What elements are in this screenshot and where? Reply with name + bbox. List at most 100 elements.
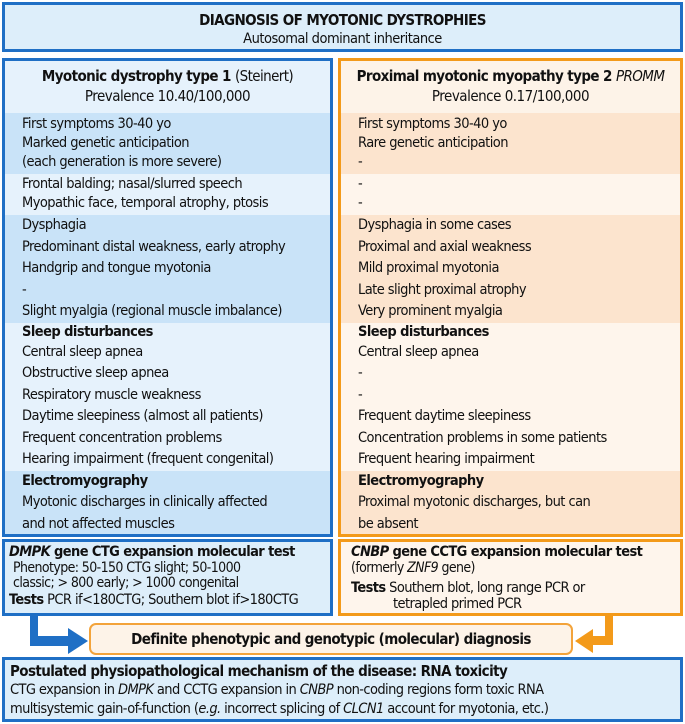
dm1-header: Myotonic dystrophy type 1 (Steinert) Pre… [5,61,330,113]
dm2-onset-item: First symptoms 30-40 yo [358,116,507,132]
dm2-sleep-item: - [358,365,363,381]
dm2-face-item: - [358,176,363,192]
dm2-onset-block: First symptoms 30-40 yo Rare genetic ant… [341,113,680,174]
dm1-title-bold: Myotonic dystrophy type 1 [41,67,232,85]
dm1-phenotype-line-2: classic; > 800 early; > 1000 congenital [13,575,239,591]
dm2-emg-item: be absent [358,515,419,532]
dm1-face-item: Frontal balding; nasal/slurred speech [22,176,243,192]
dm1-tests-value: PCR if<180CTG; Southern blot if>180CTG [47,592,299,608]
dm2-emg-heading: Electromyography [358,472,484,489]
dm1-emg-item: and not affected muscles [22,515,175,532]
eg-abbrev: e.g. [198,701,221,717]
dm1-muscle-item: Dysphagia [22,217,87,233]
dm2-title-bold: Proximal myotonic myopathy type 2 [356,67,613,85]
dm1-tests-label: Tests [9,592,44,608]
dm1-sleep-block: Sleep disturbances Central sleep apnea O… [5,322,330,471]
dm1-emg-heading: Electromyography [22,472,148,489]
diagram-subtitle: Autosomal dominant inheritance [243,31,442,47]
dm1-prevalence: Prevalence 10.40/100,000 [84,87,251,105]
dm1-onset-item: (each generation is more severe) [22,154,222,170]
dm2-muscle-item: Dysphagia in some cases [358,217,512,233]
dm2-sleep-item: Frequent daytime sleepiness [358,408,531,424]
dm1-emg-item: Myotonic discharges in clinically affect… [22,494,268,510]
dm1-onset-item: First symptoms 30-40 yo [22,116,171,132]
mechanism-heading: Postulated physiopathological mechanism … [10,662,508,680]
gene-dmpk: DMPK [118,682,154,698]
mechanism-text: and CCTG expansion in [156,682,297,698]
dm1-face-item: Myopathic face, temporal atrophy, ptosis [22,195,269,211]
dm1-column: Myotonic dystrophy type 1 (Steinert) Pre… [2,58,333,537]
title-box: DIAGNOSIS OF MYOTONIC DYSTROPHIES Autoso… [2,2,683,52]
dm1-emg-block: Electromyography Myotonic discharges in … [5,470,330,534]
dm1-molecular-test-box: DMPK gene CTG expansion molecular test P… [2,539,333,616]
gene-clcn1: CLCN1 [343,701,384,717]
dm2-muscle-item: Proximal and axial weakness [358,238,532,255]
dm2-tests-line: Tests Southern blot, long range PCR or [351,580,676,597]
dm2-title: Proximal myotonic myopathy type 2 PROMM [341,66,680,86]
dm2-tests-label: Tests [351,580,386,596]
gene-cnbp: CNBP [299,682,334,698]
dm1-onset-block: First symptoms 30-40 yo Marked genetic a… [5,113,330,174]
dm1-test-heading: DMPK gene CTG expansion molecular test [9,543,326,561]
dm2-muscle-item: Mild proximal myotonia [358,260,499,276]
dm1-tests-line: Tests PCR if<180CTG; Southern blot if>18… [9,591,326,609]
dm2-test-heading: CNBP gene CCTG expansion molecular test [351,543,676,561]
dm1-arrow-icon [30,614,88,654]
dm2-emg-block: Electromyography Proximal myotonic disch… [341,470,680,534]
dm1-muscle-item: - [22,281,27,298]
definite-diagnosis-box: Definite phenotypic and genotypic (molec… [89,623,573,655]
dm2-tests-value-2: tetrapled primed PCR [393,596,522,612]
mechanism-box: Postulated physiopathological mechanism … [2,657,683,722]
dm1-sleep-item: Central sleep apnea [22,343,143,360]
dm1-muscle-block: Dysphagia Predominant distal weakness, e… [5,215,330,323]
dm2-face-block: - - [341,174,680,215]
diagram-title: DIAGNOSIS OF MYOTONIC DYSTROPHIES [199,11,486,29]
dm2-formerly-pre: (formerly [351,560,404,576]
dm2-formerly-post: gene) [441,560,475,576]
dm1-muscle-item: Handgrip and tongue myotonia [22,260,211,276]
mechanism-text: account for myotonia, etc.) [387,701,549,717]
dm2-muscle-item: Very prominent myalgia [358,303,503,319]
mechanism-text: multisystemic gain-of-function ( [10,701,199,717]
dm1-phenotype-line-1: Phenotype: 50-150 CTG slight; 50-1000 [13,560,241,576]
dm2-molecular-test-box: CNBP gene CCTG expansion molecular test … [338,539,683,616]
dm2-title-abbrev: PROMM [615,67,665,85]
mechanism-text: incorrect splicing of [224,701,340,717]
dm2-emg-item: Proximal myotonic discharges, but can [358,494,591,510]
mechanism-line-1: CTG expansion in DMPK and CCTG expansion… [10,681,675,700]
dm2-sleep-item: - [358,386,363,403]
dm1-sleep-item: Respiratory muscle weakness [22,386,201,403]
dm2-sleep-item: Central sleep apnea [358,343,479,360]
dm2-muscle-item: Late slight proximal atrophy [358,281,527,298]
dm2-sleep-item: Concentration problems in some patients [358,429,607,446]
dm2-gene-name: CNBP [351,544,389,560]
dm2-former-gene-name: ZNF9 [407,560,439,576]
dm1-gene-name: DMPK [9,544,51,560]
dm1-test-heading-text: gene CTG expansion molecular test [54,544,295,560]
dm2-face-item: - [358,195,363,211]
dm2-column: Proximal myotonic myopathy type 2 PROMM … [338,58,683,537]
dm1-sleep-item: Hearing impairment (frequent congenital) [22,451,274,467]
dm2-header: Proximal myotonic myopathy type 2 PROMM … [341,61,680,113]
dm1-sleep-item: Daytime sleepiness (almost all patients) [22,408,264,424]
dm1-sleep-item: Frequent concentration problems [22,429,222,446]
dm2-tests-value-1: Southern blot, long range PCR or [389,580,585,596]
dm2-muscle-block: Dysphagia in some cases Proximal and axi… [341,215,680,323]
dm1-sleep-heading: Sleep disturbances [22,323,153,340]
dm2-sleep-item: Frequent hearing impairment [358,451,535,467]
dm1-muscle-item: Predominant distal weakness, early atrop… [22,238,286,255]
dm2-test-heading-text: gene CCTG expansion molecular test [392,544,643,560]
dm1-title: Myotonic dystrophy type 1 (Steinert) [5,66,330,86]
mechanism-text: non-coding regions form toxic RNA [336,682,545,698]
mechanism-text: CTG expansion in [10,682,115,698]
dm2-onset-item: Rare genetic anticipation [358,135,508,151]
dm1-title-eponym: (Steinert) [234,67,294,85]
dm2-onset-item: - [358,154,363,170]
mechanism-line-2: multisystemic gain-of-function (e.g. inc… [10,700,675,719]
dm2-arrow-icon [575,614,613,653]
dm2-prevalence: Prevalence 0.17/100,000 [431,87,590,105]
dm1-sleep-item: Obstructive sleep apnea [22,365,169,381]
dm1-muscle-item: Slight myalgia (regional muscle imbalanc… [22,303,283,319]
dm1-face-block: Frontal balding; nasal/slurred speech My… [5,174,330,215]
dm2-sleep-block: Sleep disturbances Central sleep apnea -… [341,322,680,471]
